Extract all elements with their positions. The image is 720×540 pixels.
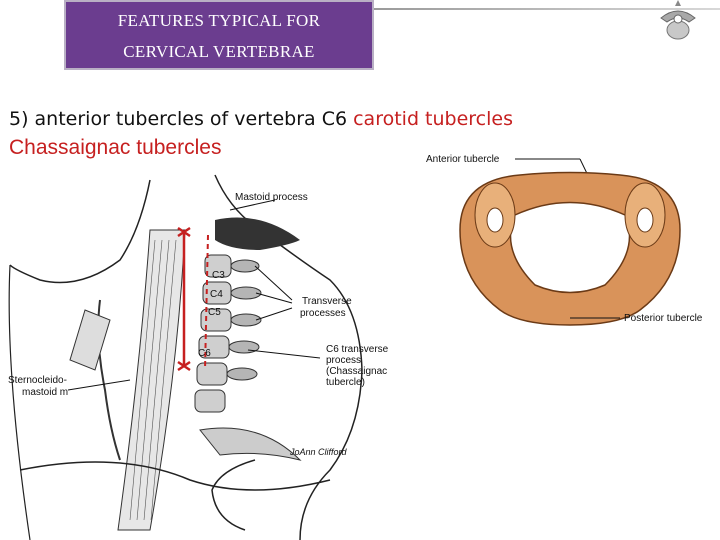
c6tp-label-4: tubercle) bbox=[326, 377, 365, 388]
subtitle-line: 5) anterior tubercles of vertebra C6 car… bbox=[9, 108, 513, 130]
title-line-1: FEATURES TYPICAL FOR bbox=[117, 11, 321, 30]
scm-label-2: mastoid m bbox=[22, 387, 68, 398]
artist-signature: JoAnn Clifford bbox=[289, 447, 348, 457]
title-line-2: CERVICAL VERTEBRAE bbox=[123, 42, 315, 61]
posterior-tubercle-label: Posterior tubercle bbox=[624, 313, 703, 324]
transverse-label-2: processes bbox=[300, 308, 346, 319]
vertebra-logo-icon bbox=[660, 0, 696, 40]
subtitle-prefix: 5) anterior tubercles of vertebra C6 bbox=[9, 108, 354, 130]
title-box: FEATURES TYPICAL FOR CERVICAL VERTEBRAE bbox=[64, 0, 374, 70]
vertebra-illustration: Anterior tubercle Posterior tubercle bbox=[426, 154, 703, 326]
header-rule bbox=[372, 8, 720, 10]
c6tp-label-1: C6 transverse bbox=[326, 344, 389, 355]
c6tp-label-3: (Chassaignac bbox=[326, 366, 387, 377]
c4-label: C4 bbox=[210, 289, 223, 300]
transverse-label-1: Transverse bbox=[302, 296, 352, 307]
c6tp-label-2: process bbox=[326, 355, 361, 366]
subtitle-highlight: carotid tubercles bbox=[353, 108, 513, 130]
c6-label: C6 bbox=[198, 348, 211, 359]
scm-label-1: Sternocleido- bbox=[8, 375, 67, 386]
c3-label: C3 bbox=[212, 270, 225, 281]
anterior-tubercle-label: Anterior tubercle bbox=[426, 154, 500, 165]
neck-illustration: Mastoid process C3 C4 C5 C6 Transverse p… bbox=[8, 174, 389, 540]
mastoid-label: Mastoid process bbox=[235, 192, 308, 203]
c5-label: C5 bbox=[208, 307, 221, 318]
subtitle-second-line: Chassaignac tubercles bbox=[9, 136, 222, 159]
